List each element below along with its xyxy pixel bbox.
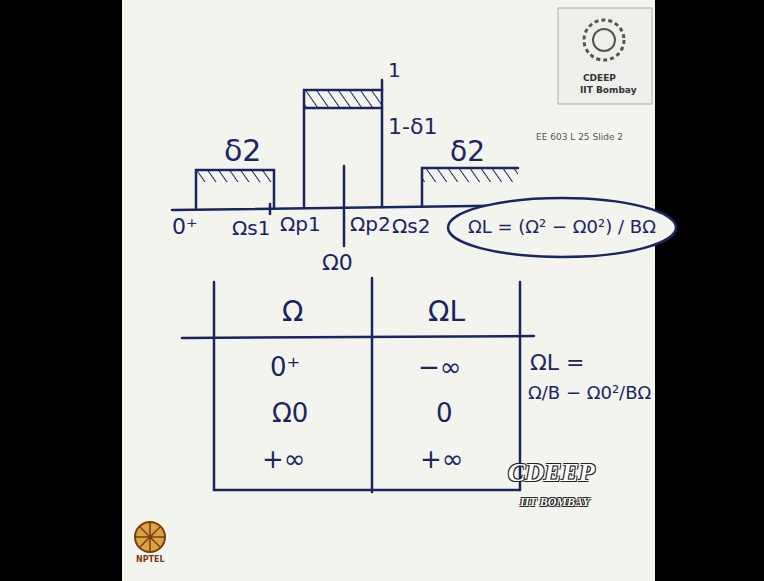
frequency-label: Ω0 (322, 252, 353, 274)
frequency-label: 0⁺ (172, 216, 198, 238)
table-cell: +∞ (420, 446, 463, 472)
table-cell: 0 (436, 400, 453, 426)
logo-text: NPTEL (136, 556, 165, 564)
frequency-label: Ωp2 (350, 214, 391, 234)
logo-text: IIT Bombay (580, 86, 637, 95)
gain-label: 1 (388, 60, 401, 80)
frequency-label: Ωs1 (232, 218, 270, 238)
logo-text: CDEEP (583, 74, 616, 83)
formula-text: ΩL = (Ω² − Ω0²) / BΩ (468, 218, 656, 236)
equation-text: Ω/B − Ω0²/BΩ (528, 384, 651, 402)
tolerance-label: δ2 (450, 138, 485, 166)
equation-text: ΩL = (530, 352, 585, 374)
circled-formula: ΩL = (Ω² − Ω0²) / BΩ (446, 196, 678, 259)
slide-id: EE 603 L 25 Slide 2 (536, 133, 623, 142)
tolerance-label: δ2 (224, 136, 261, 166)
table-header: Ω (282, 298, 303, 326)
table-cell: 0⁺ (270, 354, 300, 380)
watermark: IIT BOMBAY (520, 496, 590, 508)
table-cell: +∞ (262, 446, 305, 472)
tolerance-label: 1-δ1 (388, 116, 437, 138)
frequency-label: Ωp1 (280, 214, 321, 234)
watermark: CDEEP (508, 460, 595, 486)
table-cell: Ω0 (272, 400, 308, 426)
table-header: ΩL (428, 298, 465, 326)
table-cell: −∞ (418, 354, 461, 380)
frequency-label: Ωs2 (392, 216, 430, 236)
